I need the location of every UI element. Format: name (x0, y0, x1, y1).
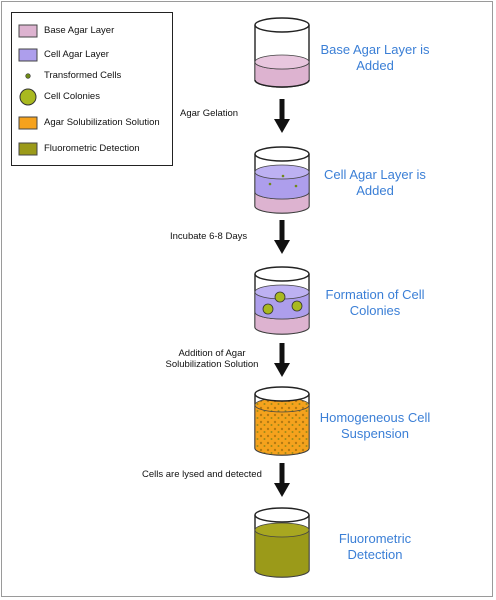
transformed-cell-dot-icon (25, 73, 31, 79)
arrow-2 (274, 220, 290, 254)
legend-label: Base Agar Layer (44, 25, 115, 36)
beaker-cell-colonies (254, 266, 310, 335)
step-title-colonies: Formation of Cell Colonies (325, 287, 425, 318)
legend-label: Fluorometric Detection (44, 143, 140, 154)
legend-item-base-agar: Base Agar Layer (12, 19, 172, 43)
arrow-3 (274, 343, 290, 377)
beaker-homogeneous-suspension (254, 386, 310, 456)
legend-label: Agar Solubilization Solution (44, 117, 160, 128)
arrow-label-incubate: Incubate 6-8 Days (170, 231, 248, 242)
legend-item-solubilization: Agar Solubilization Solution (12, 111, 172, 135)
arrow-4 (274, 463, 290, 497)
arrow-label-agar-gelation: Agar Gelation (180, 108, 239, 119)
fluorometric-swatch-icon (18, 142, 38, 156)
legend-item-cell-colonies: Cell Colonies (12, 85, 172, 109)
cell-agar-swatch-icon (18, 48, 38, 62)
legend-label: Cell Colonies (44, 91, 100, 102)
beaker-cell-agar (254, 146, 310, 214)
legend-item-cell-agar: Cell Agar Layer (12, 43, 172, 67)
legend: Base Agar Layer Cell Agar Layer Transfor… (11, 12, 173, 166)
legend-item-fluorometric: Fluorometric Detection (12, 137, 172, 161)
solubilization-swatch-icon (18, 116, 38, 130)
legend-item-transformed-cells: Transformed Cells (12, 64, 172, 88)
beaker-base-agar (254, 17, 310, 88)
base-agar-swatch-icon (18, 24, 38, 38)
legend-label: Cell Agar Layer (44, 49, 109, 60)
arrow-label-solubilization: Addition of Agar Solubilization Solution (165, 348, 259, 370)
beaker-fluorometric (254, 507, 310, 578)
cell-colony-circle-icon (19, 88, 37, 106)
step-title-cell-agar: Cell Agar Layer is Added (324, 167, 426, 198)
arrow-1 (274, 99, 290, 133)
arrow-label-lysed-detected: Cells are lysed and detected (142, 469, 262, 480)
step-title-fluorometric: Fluorometric Detection (338, 531, 412, 562)
legend-label: Transformed Cells (44, 70, 122, 81)
step-title-base-agar: Base Agar Layer is Added (320, 42, 430, 73)
step-title-suspension: Homogeneous Cell Suspension (319, 410, 431, 441)
